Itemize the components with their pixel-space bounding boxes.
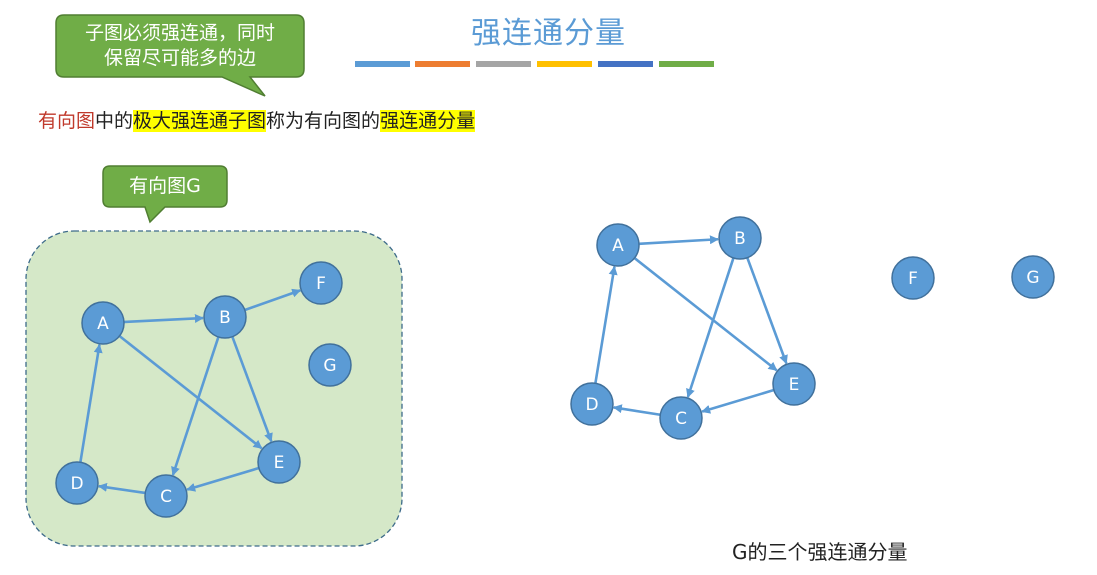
node-label: G xyxy=(1026,268,1039,288)
node-label: C xyxy=(675,409,687,429)
node-d: D xyxy=(570,382,614,426)
left-graph-edges xyxy=(79,288,302,495)
node-g: G xyxy=(308,343,352,387)
node-circle xyxy=(718,216,762,260)
node-label: C xyxy=(160,487,172,507)
node-circle xyxy=(55,461,99,505)
color-bar-segment xyxy=(537,61,592,67)
definition-text: 称为有向图的 xyxy=(266,110,381,132)
edge-b-c xyxy=(171,336,220,476)
edge-b-e xyxy=(746,257,788,365)
edge-e-c xyxy=(701,388,775,414)
node-a: A xyxy=(596,223,640,267)
callout-top-shape xyxy=(55,14,305,97)
node-b: B xyxy=(203,295,247,339)
node-f: F xyxy=(891,256,935,300)
node-e: E xyxy=(257,440,301,484)
definition-highlight-max-subgraph: 极大强连通子图 xyxy=(133,110,267,132)
node-circle xyxy=(203,295,247,339)
node-label: G xyxy=(323,356,336,376)
node-b: B xyxy=(718,216,762,260)
color-bar-segment xyxy=(476,61,531,67)
right-graph-edges xyxy=(594,235,788,417)
node-label: A xyxy=(612,236,624,256)
callout-graph-label: 有向图G xyxy=(129,175,201,197)
slide-title-text: 强连通分量 xyxy=(471,16,626,51)
edge-a-b xyxy=(638,235,719,246)
node-circle xyxy=(596,223,640,267)
node-label: B xyxy=(734,229,746,249)
node-label: A xyxy=(97,314,109,334)
definition-text: 中的 xyxy=(95,110,134,132)
edge-a-e xyxy=(118,334,263,450)
node-circle xyxy=(772,362,816,406)
callout-top: 子图必须强连通，同时 保留尽可能多的边 xyxy=(56,21,304,71)
node-label: D xyxy=(585,395,598,415)
edge-c-d xyxy=(612,404,661,417)
definition-term-directed-graph: 有向图 xyxy=(38,110,96,132)
node-label: B xyxy=(219,308,231,328)
node-label: E xyxy=(274,453,285,473)
node-circle xyxy=(570,382,614,426)
node-c: C xyxy=(659,396,703,440)
edge-d-a xyxy=(79,343,103,463)
node-f: F xyxy=(299,261,343,305)
node-circle xyxy=(1011,255,1055,299)
color-bar-segment xyxy=(598,61,653,67)
edge-d-a xyxy=(594,265,618,384)
color-bar-segment xyxy=(659,61,714,67)
color-bar-segment xyxy=(415,61,470,67)
node-circle xyxy=(891,256,935,300)
node-circle xyxy=(299,261,343,305)
edge-a-b xyxy=(123,313,204,324)
edge-e-c xyxy=(186,466,260,492)
slide-title: 强连通分量 xyxy=(0,8,1097,52)
node-circle xyxy=(659,396,703,440)
callout-graph: 有向图G xyxy=(103,174,227,199)
callout-graph-shape xyxy=(102,165,228,224)
edge-b-c xyxy=(686,257,735,398)
node-label: F xyxy=(316,274,326,294)
definition-line: 有向图中的极大强连通子图称为有向图的强连通分量 xyxy=(38,106,476,133)
edge-a-e xyxy=(633,256,778,372)
node-circle xyxy=(308,343,352,387)
edge-b-f xyxy=(244,288,302,312)
node-d: D xyxy=(55,461,99,505)
components-caption: G的三个强连通分量 xyxy=(732,540,908,564)
definition-highlight-scc: 强连通分量 xyxy=(380,110,476,132)
edge-b-e xyxy=(231,336,273,443)
node-label: D xyxy=(70,474,83,494)
edge-c-d xyxy=(97,482,146,495)
node-label: F xyxy=(908,269,918,289)
right-graph-nodes: A B C D E F G xyxy=(570,216,1055,440)
node-circle xyxy=(144,474,188,518)
node-label: E xyxy=(789,375,800,395)
node-c: C xyxy=(144,474,188,518)
node-circle xyxy=(257,440,301,484)
color-bar-segment xyxy=(355,61,410,67)
node-g: G xyxy=(1011,255,1055,299)
node-circle xyxy=(81,301,125,345)
node-e: E xyxy=(772,362,816,406)
node-a: A xyxy=(81,301,125,345)
callout-top-line2: 保留尽可能多的边 xyxy=(103,47,256,69)
callout-top-line1: 子图必须强连通，同时 xyxy=(84,22,275,44)
left-graph-nodes: A B C D E F G xyxy=(55,261,352,518)
